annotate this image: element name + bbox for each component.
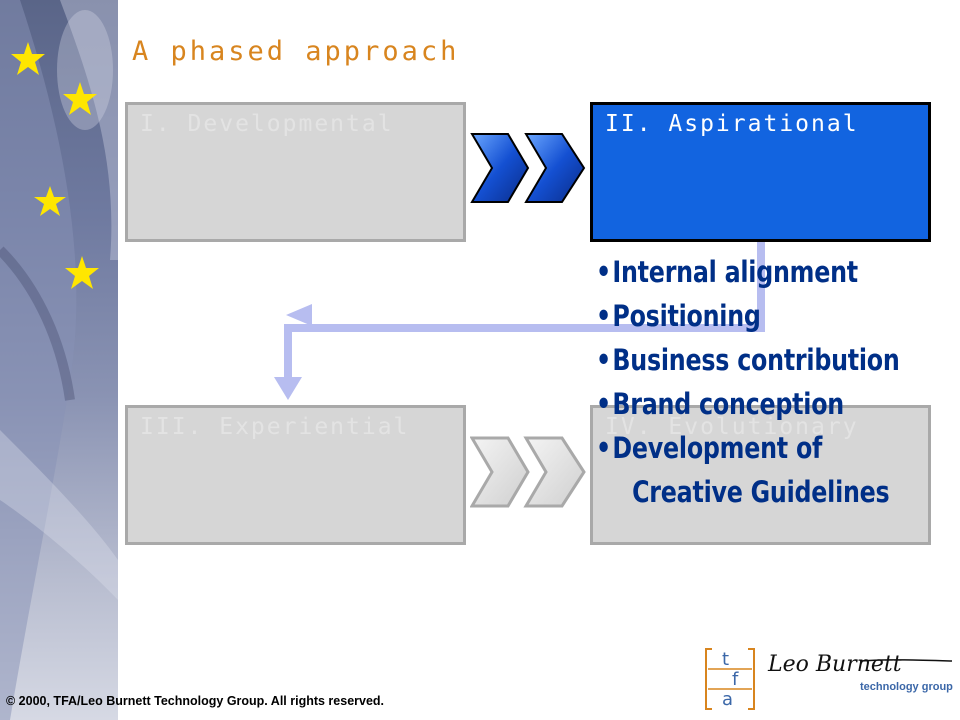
list-item: •Business contribution xyxy=(596,343,900,377)
svg-text:a: a xyxy=(722,689,733,710)
star-icon xyxy=(11,42,45,75)
phase-label: III. Experiential xyxy=(140,414,410,440)
phase-label: I. Developmental xyxy=(140,111,394,137)
aspirational-bullet-list: •Internal alignment •Positioning •Busine… xyxy=(596,250,900,514)
svg-text:t: t xyxy=(722,649,729,670)
tfa-logo-icon: t f a Leo Burnett xyxy=(705,648,953,710)
chevron-right-icon-active xyxy=(470,133,586,203)
phase-label: II. Aspirational xyxy=(605,111,859,137)
phase-label: IV. Evolutionary xyxy=(605,414,859,440)
decorative-sidebar xyxy=(0,0,118,720)
list-item: •Development of xyxy=(596,431,823,465)
phase-box-evolutionary: IV. Evolutionary xyxy=(590,405,931,545)
slide-title: A phased approach xyxy=(132,36,460,67)
copyright-notice: © 2000, TFA/Leo Burnett Technology Group… xyxy=(6,694,385,708)
phase-box-experiential: III. Experiential xyxy=(125,405,466,545)
chevron-right-icon-inactive xyxy=(470,436,586,508)
flow-arrow xyxy=(274,240,765,400)
star-icon xyxy=(63,82,97,115)
phase-box-aspirational: II. Aspirational xyxy=(590,102,931,242)
star-icon xyxy=(65,256,99,289)
list-item-continuation: Creative Guidelines xyxy=(632,475,890,509)
star-icon xyxy=(34,186,66,216)
list-item: •Brand conception xyxy=(596,387,844,421)
svg-text:f: f xyxy=(732,669,739,690)
company-logo: t f a Leo Burnett technology group xyxy=(700,645,955,713)
list-item: •Positioning xyxy=(596,299,761,333)
svg-text:Leo Burnett: Leo Burnett xyxy=(767,652,902,677)
logo-tagline: technology group xyxy=(860,681,953,693)
list-item: •Internal alignment xyxy=(596,255,858,289)
sidebar-illustration xyxy=(0,0,118,720)
phase-box-developmental: I. Developmental xyxy=(125,102,466,242)
star-icons xyxy=(11,42,99,289)
